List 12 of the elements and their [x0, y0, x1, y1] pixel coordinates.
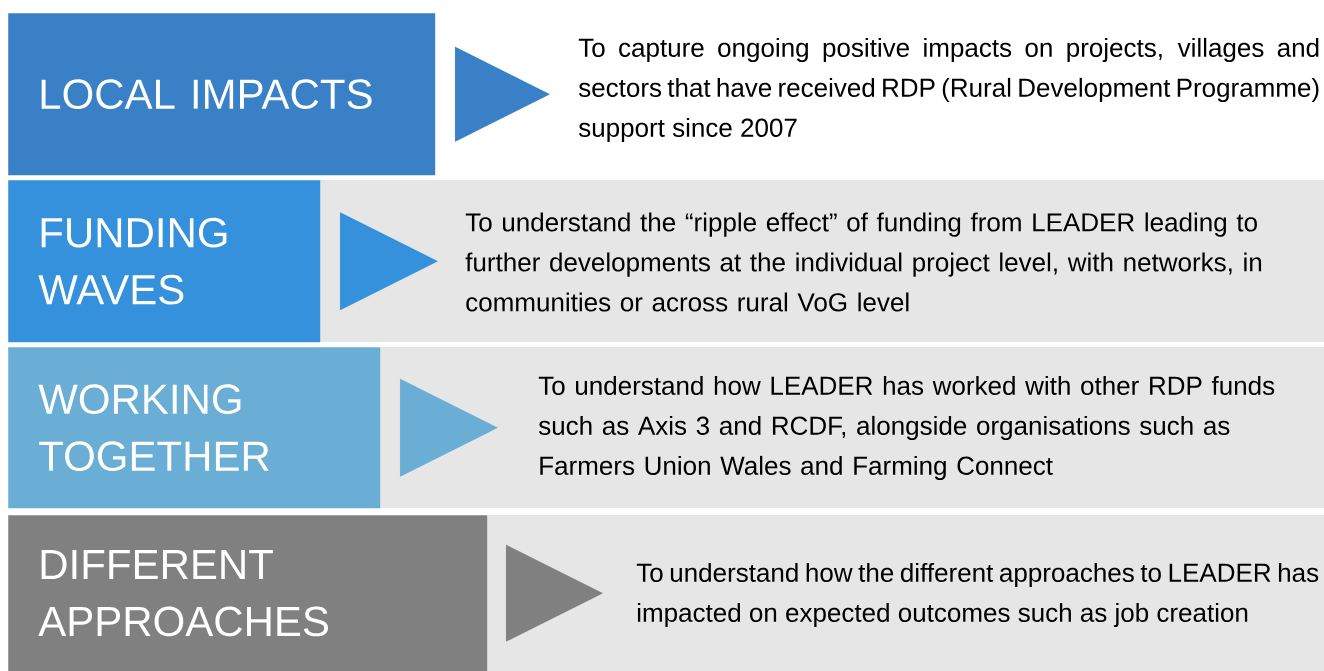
title-box: DIFFERENT APPROACHES	[8, 515, 488, 671]
arrow	[455, 46, 550, 142]
title-box: LOCAL IMPACTS	[8, 13, 436, 176]
description-text: To understand the “ripple effect” of funding from LEADER leading to further developments at the individual project level, with networks, in communities or across rural VoG level	[465, 212, 1262, 312]
description-text: To understand how the different approaches to LEADER has impacted on expected outcomes such as job creation	[636, 562, 1319, 628]
arrow	[400, 378, 498, 477]
title-box: WORKING TOGETHER	[8, 347, 381, 509]
arrow	[506, 544, 603, 642]
description-text: To understand how LEADER has worked with other RDP funds such as Axis 3 and RCDF, alongside organisations such as Farmers Union Wales and Farming Connect	[538, 375, 1275, 481]
description-text: To capture ongoing positive impacts on projects, villages and sectors that have received RDP (Rural Development Programme) support since 2007	[578, 37, 1319, 143]
arrow	[340, 212, 438, 311]
title-box: FUNDING WAVES	[8, 180, 321, 343]
